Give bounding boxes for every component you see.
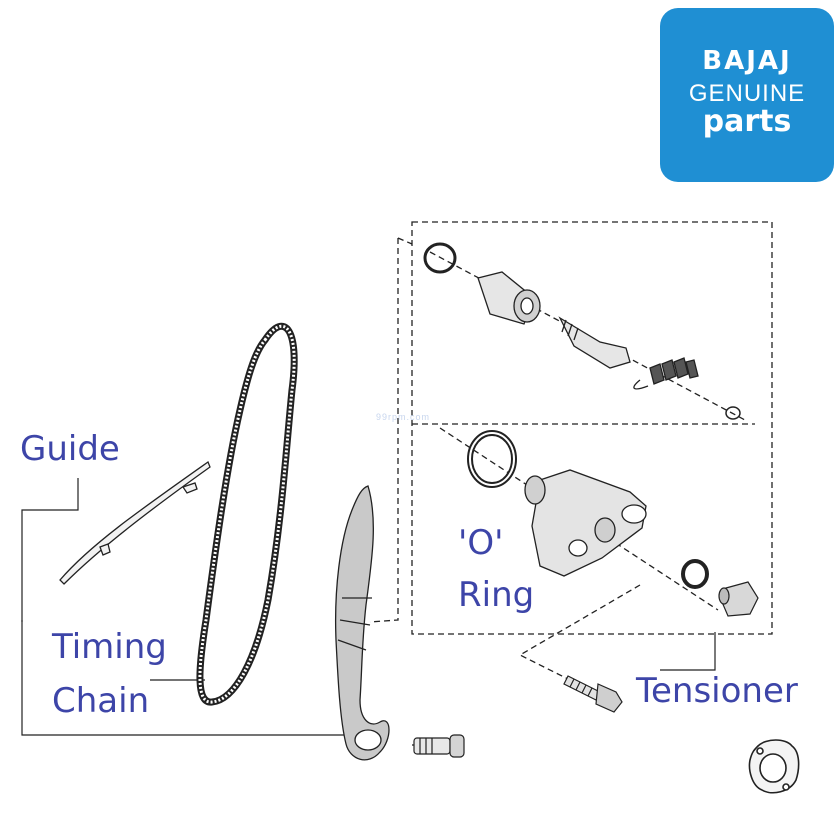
leader-lines [21,478,716,736]
label-o-ring-line2: Ring [458,575,535,615]
rod [558,316,631,369]
bajaj-genuine-parts-logo: BAJAJ GENUINE parts [660,8,834,182]
timing-chain [196,322,298,706]
plunger [477,271,541,325]
plug-bolt [718,581,759,617]
tensioner-internals [423,242,741,420]
logo-brand-text: BAJAJ [702,46,792,76]
watermark: 99rpm.com [376,412,431,422]
label-o-ring-line1: 'O' [458,523,504,563]
chain-tensioner-guide [335,485,390,761]
label-timing-line2: Chain [52,681,150,721]
chain-guide [59,460,211,585]
guide-leader-line [21,478,355,736]
tensioner-leader-line [660,632,716,671]
small-washer [725,406,741,420]
spring [633,357,699,390]
circlip [423,242,457,274]
label-timing-line1: Timing [52,627,167,667]
label-tensioner: Tensioner [636,671,798,711]
logo-genuine-text: GENUINE [688,80,806,107]
logo-parts-text: parts [702,104,792,139]
small-o-ring [681,559,709,589]
gasket [748,739,800,794]
pivot-bolt [413,734,465,758]
tensioner-body [524,469,647,577]
label-guide: Guide [20,429,120,469]
mounting-bolt [563,675,623,713]
